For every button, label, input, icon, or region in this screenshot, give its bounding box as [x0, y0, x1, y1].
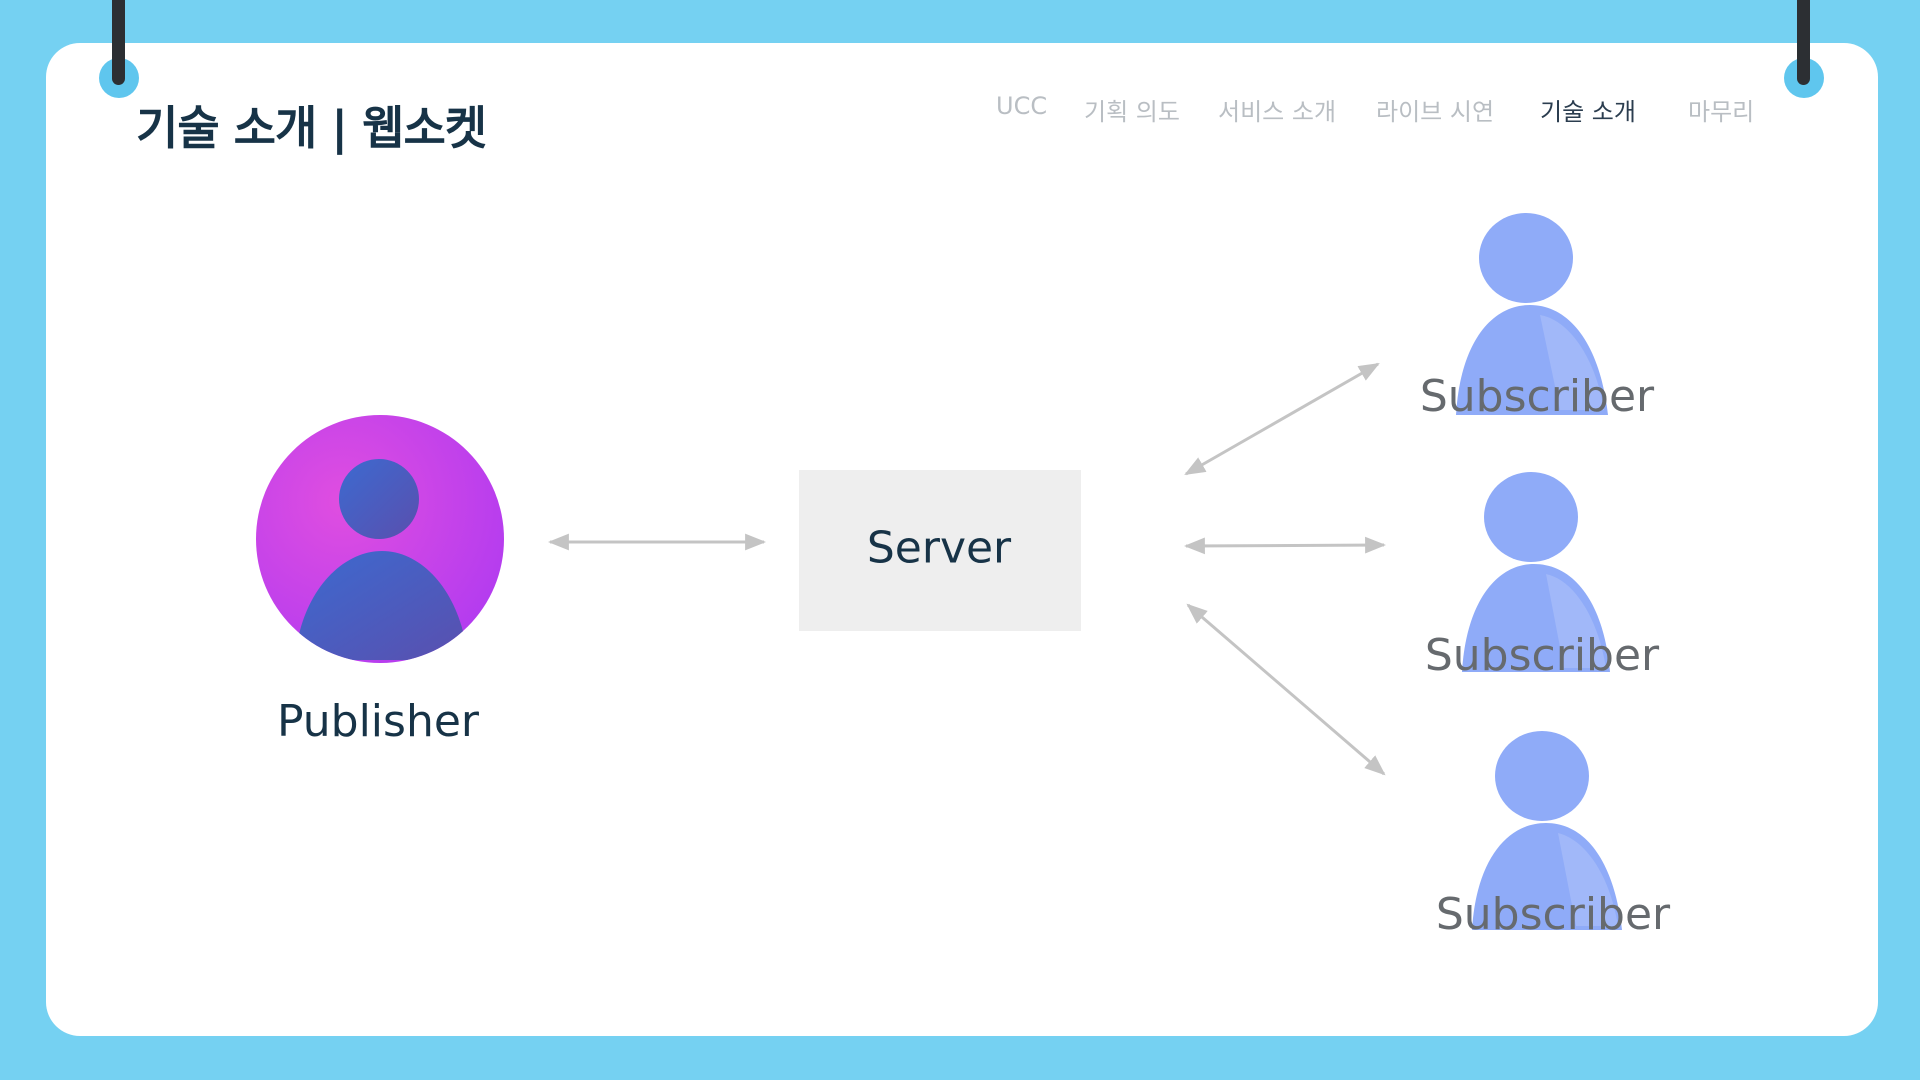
- subscriber-1-label: Subscriber: [1419, 371, 1655, 422]
- arrow-server-subscriber-2: [1183, 536, 1387, 555]
- arrow-server-subscriber-1: [1184, 362, 1380, 476]
- nav-item-live-demo[interactable]: 라이브 시연: [1376, 98, 1495, 126]
- publisher-avatar-icon: [256, 415, 504, 663]
- server-label: Server: [866, 522, 1012, 574]
- page-title: 기술 소개 | 웹소켓: [136, 101, 487, 155]
- nav-item-tech[interactable]: 기술 소개: [1540, 98, 1636, 126]
- nav-item-planning[interactable]: 기획 의도: [1084, 98, 1180, 126]
- subscriber-1-icon: [1456, 213, 1608, 415]
- nav-item-service[interactable]: 서비스 소개: [1218, 98, 1337, 126]
- server-box: [799, 470, 1081, 631]
- left-binder-ring: [112, 0, 125, 85]
- nav-item-closing[interactable]: 마무리: [1688, 98, 1755, 126]
- right-binder-ring: [1797, 0, 1810, 85]
- subscriber-2-icon: [1462, 472, 1610, 672]
- subscriber-2-label: Subscriber: [1424, 630, 1660, 681]
- publisher-label: Publisher: [277, 696, 479, 747]
- subscriber-3-label: Subscriber: [1435, 889, 1671, 940]
- arrow-server-subscriber-3: [1186, 603, 1386, 776]
- nav-item-ucc[interactable]: UCC: [996, 92, 1048, 120]
- top-nav: UCC 기획 의도 서비스 소개 라이브 시연 기술 소개 마무리: [0, 92, 1920, 132]
- subscriber-3-icon: [1472, 731, 1622, 930]
